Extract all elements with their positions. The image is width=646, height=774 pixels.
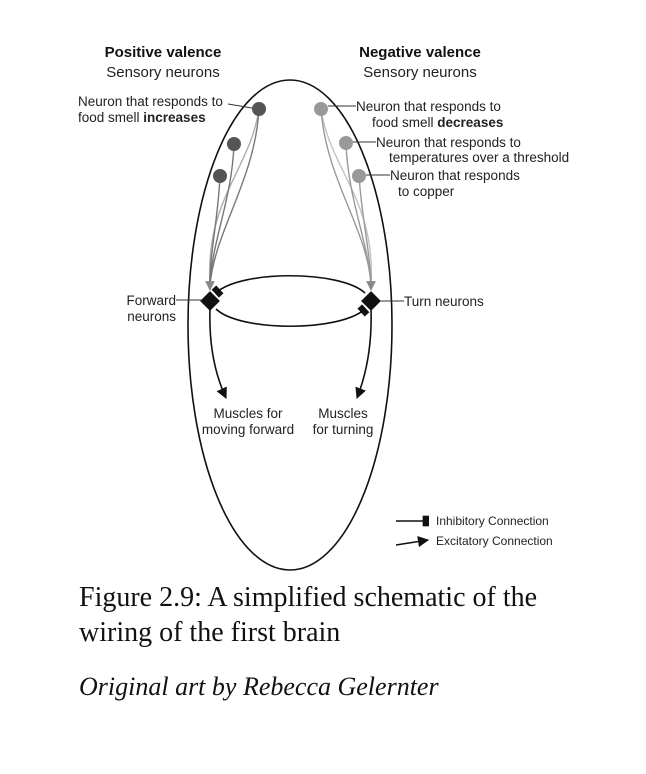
positive-axons	[208, 108, 260, 286]
brain-wiring-diagram: Positive valence Sensory neurons Negativ…	[78, 44, 569, 571]
negative-neuron-3	[352, 169, 366, 183]
muscles-turn-label-line1: Muscles	[318, 406, 368, 421]
positive-neuron-label-line1: Neuron that responds to	[78, 94, 223, 109]
positive-neuron-2	[227, 137, 241, 151]
turn-neuron-node	[361, 291, 381, 311]
negative-neuron-1-label-line2: food smell decreases	[372, 115, 503, 130]
positive-valence-subtitle: Sensory neurons	[106, 64, 219, 81]
negative-valence-subtitle: Sensory neurons	[363, 64, 476, 81]
legend-inhibitory-label: Inhibitory Connection	[436, 514, 549, 528]
negative-neuron-3-label-line1: Neuron that responds	[390, 168, 520, 183]
forward-to-muscles-connection	[209, 308, 227, 400]
negative-valence-title: Negative valence	[359, 44, 481, 61]
turn-neurons-label: Turn neurons	[404, 294, 484, 309]
figure-credit: Original art by Rebecca Gelernter	[79, 672, 439, 701]
body-outline	[187, 79, 393, 571]
negative-neuron-1-label-line1: Neuron that responds to	[356, 99, 501, 114]
muscles-forward-label-line2: moving forward	[202, 422, 294, 437]
negative-neuron-2	[339, 136, 353, 150]
positive-neuron-1	[252, 102, 266, 116]
turn-to-muscles-connection	[355, 308, 372, 400]
inhibitory-loop-top	[211, 275, 366, 298]
positive-valence-title: Positive valence	[105, 44, 222, 61]
forward-neurons-label-line1: Forward	[126, 293, 176, 308]
figure-caption: Figure 2.9: A simplified schematic of th…	[79, 582, 538, 648]
muscles-turn-label-line2: for turning	[313, 422, 374, 437]
negative-neuron-2-label-line1: Neuron that responds to	[376, 135, 521, 150]
legend-excitatory-label: Excitatory Connection	[436, 534, 553, 548]
legend-excitatory-symbol	[395, 536, 430, 548]
negative-neuron-1	[314, 102, 328, 116]
inhibitory-loop-bottom	[215, 304, 370, 327]
forward-neuron-node	[200, 291, 220, 311]
negative-neuron-3-label-line2: to copper	[398, 184, 455, 199]
negative-axons	[320, 108, 373, 286]
muscles-forward-label-line1: Muscles for	[213, 406, 283, 421]
negative-neuron-2-label-line2: temperatures over a threshold	[389, 150, 569, 165]
forward-neurons-label-line2: neurons	[127, 309, 176, 324]
positive-neuron-3	[213, 169, 227, 183]
positive-neuron-label-line2: food smell increases	[78, 110, 206, 125]
